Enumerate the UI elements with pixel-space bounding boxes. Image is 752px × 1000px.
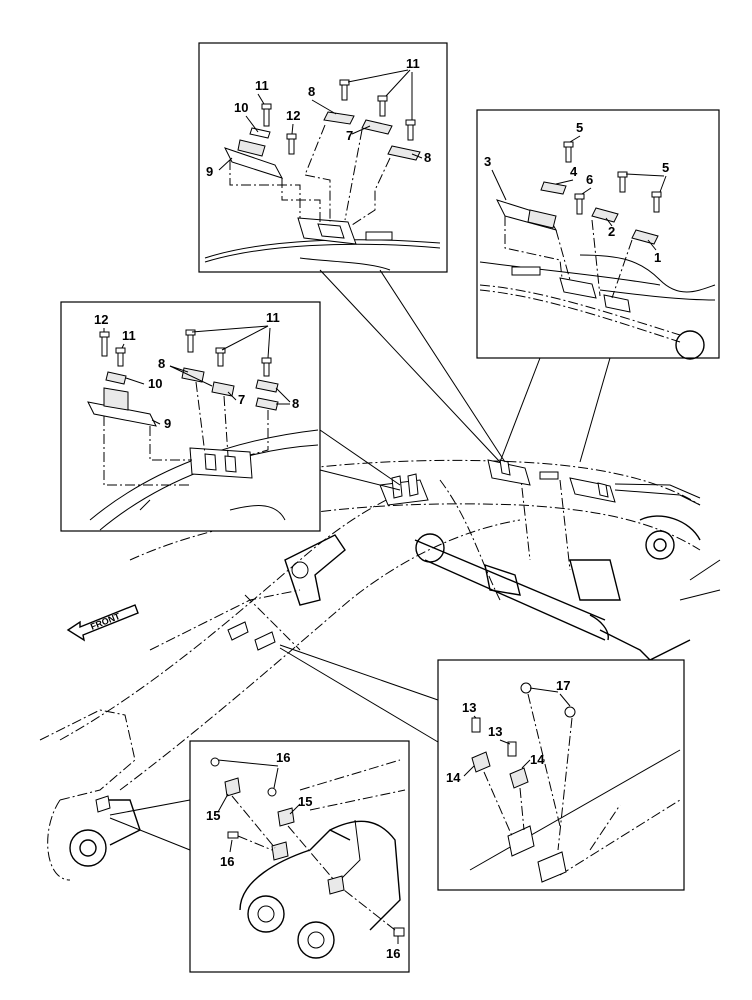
detail-view-arm-end: 16 15 15 16 16 <box>189 740 410 973</box>
detail-pointer-lines <box>109 269 611 851</box>
callout-16: 16 <box>220 854 234 869</box>
callout-14: 13 <box>462 700 476 715</box>
detail-view-arm-side: 17 13 13 14 14 <box>437 659 685 891</box>
callout-15: 15 <box>298 794 312 809</box>
callout-4: 4 <box>570 164 578 179</box>
boom-clamp-right <box>569 477 701 506</box>
callout-15: 15 <box>206 808 220 823</box>
callout-7: 7 <box>238 392 245 407</box>
boom-clamp-middle <box>487 459 559 486</box>
callout-16: 16 <box>386 946 400 961</box>
front-label: FRONT <box>89 611 122 632</box>
boom-arm-assembly <box>39 459 721 881</box>
callout-7: 7 <box>346 128 353 143</box>
callout-16: 16 <box>276 750 290 765</box>
callout-8: 8 <box>158 356 165 371</box>
callout-2: 2 <box>608 224 615 239</box>
callout-11: 11 <box>122 328 136 343</box>
callout-5: 5 <box>576 120 583 135</box>
callout-11: 11 <box>255 78 269 93</box>
front-arrow-icon <box>66 604 139 642</box>
callout-13: 14 <box>530 752 545 767</box>
detail-view-boom-top-rear: 5 3 4 6 5 2 1 <box>476 109 720 360</box>
callout-11: 11 <box>266 310 280 325</box>
detail-view-boom-top-alt: 12 11 11 8 10 7 8 9 <box>60 301 321 532</box>
callout-1: 1 <box>654 250 661 265</box>
callout-8: 8 <box>292 396 299 411</box>
boom-clamp-left <box>379 473 429 506</box>
callout-17: 17 <box>556 678 570 693</box>
callout-14: 13 <box>488 724 502 739</box>
callout-10: 10 <box>148 376 162 391</box>
callout-13: 14 <box>446 770 461 785</box>
callout-6: 6 <box>586 172 593 187</box>
front-direction-indicator: FRONT <box>66 604 139 642</box>
callout-9: 9 <box>164 416 171 431</box>
callout-9: 9 <box>206 164 213 179</box>
callout-10: 10 <box>234 100 248 115</box>
callout-8: 8 <box>308 84 315 99</box>
callout-5: 5 <box>662 160 669 175</box>
callout-11: 11 <box>406 56 420 71</box>
callout-8: 8 <box>424 150 431 165</box>
callout-3: 3 <box>484 154 491 169</box>
callout-12: 12 <box>286 108 300 123</box>
callout-12: 12 <box>94 312 108 327</box>
detail-view-boom-top-front: 11 10 12 9 8 7 11 8 <box>198 42 448 273</box>
